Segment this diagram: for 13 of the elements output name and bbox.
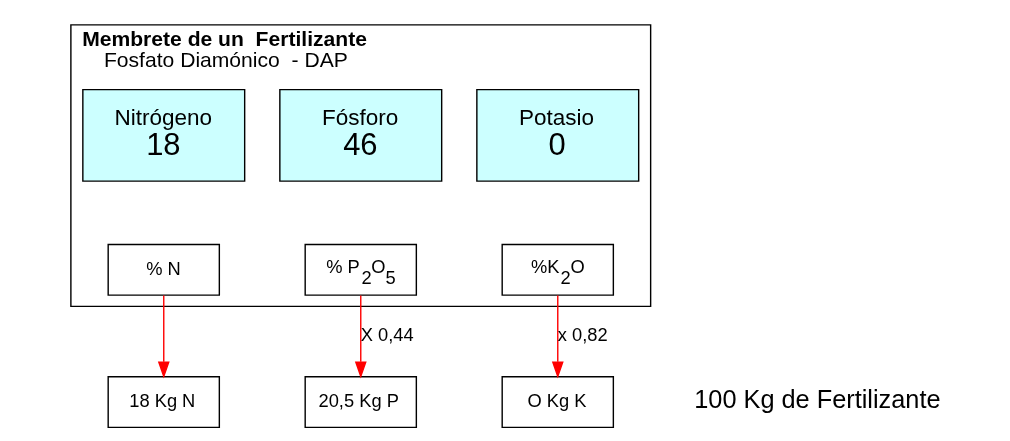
node-box: Fósforo 46 (279, 88, 443, 182)
arrow (551, 294, 564, 379)
label: 100 Kg de Fertilizante (694, 385, 941, 414)
edge-label: x 0,82 (557, 323, 608, 345)
node-box: % N (107, 243, 221, 296)
node-box: Nitrógeno 18 (82, 88, 246, 182)
arrow (354, 294, 367, 379)
node-box: Potasio 0 (476, 88, 640, 182)
node-box: 18 Kg N (107, 376, 221, 429)
node-box: O Kg K (501, 376, 615, 429)
arrow (157, 294, 170, 379)
edge-label: X 0,44 (360, 323, 414, 345)
node-box: 20,5 Kg P (304, 376, 418, 429)
